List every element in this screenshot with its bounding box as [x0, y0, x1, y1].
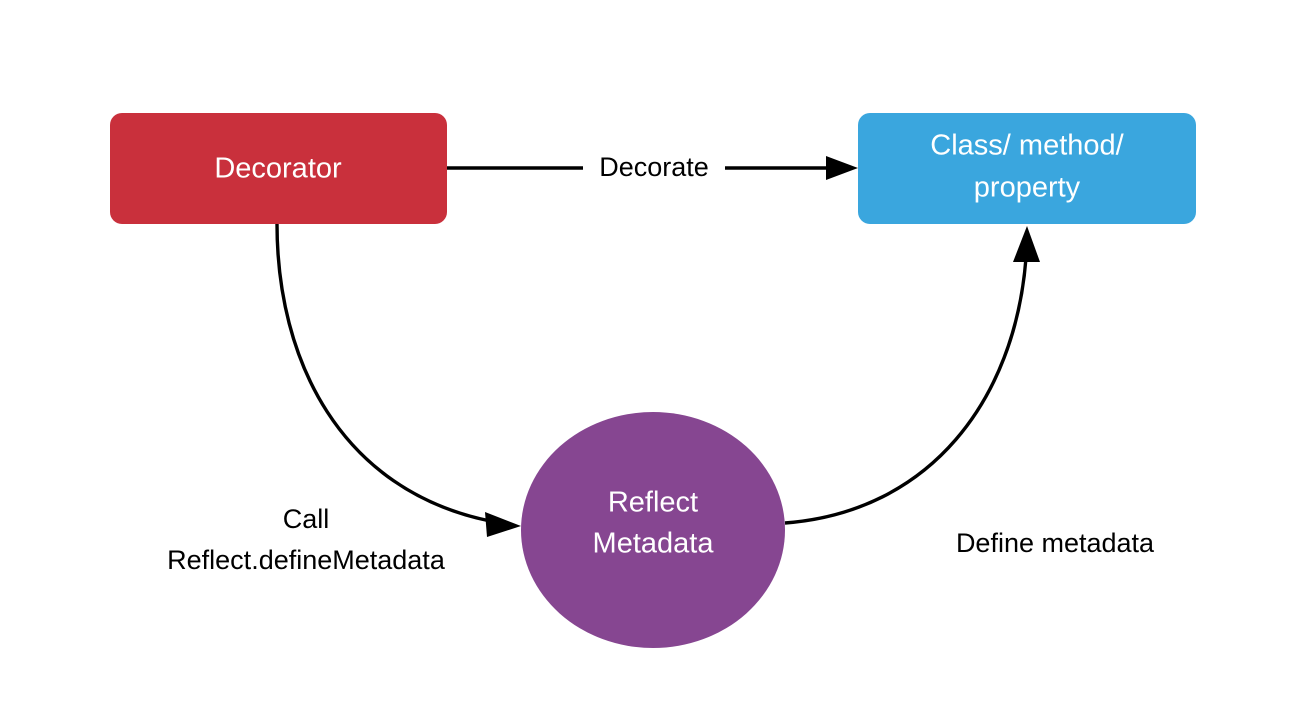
edge-call-reflect-label-line1: Call	[283, 504, 330, 534]
edge-decorate-label: Decorate	[599, 152, 709, 182]
node-decorator[interactable]: Decorator	[110, 113, 447, 224]
edge-define-metadata-arrowhead-icon	[1013, 226, 1040, 262]
node-target-label-line2: property	[974, 172, 1081, 204]
edge-call-reflect-label-line2: Reflect.defineMetadata	[167, 545, 446, 575]
node-target-shape[interactable]	[858, 113, 1196, 224]
node-target[interactable]: Class/ method/ property	[858, 113, 1196, 224]
edge-define-metadata-label: Define metadata	[956, 528, 1155, 558]
edge-decorate-arrowhead-icon	[826, 156, 858, 180]
edge-call-reflect: Call Reflect.defineMetadata	[167, 223, 521, 575]
node-reflect-metadata[interactable]: Reflect Metadata	[521, 412, 785, 648]
edge-decorate: Decorate	[447, 152, 858, 182]
node-target-label-line1: Class/ method/	[930, 130, 1124, 162]
node-decorator-label: Decorator	[214, 153, 342, 185]
node-reflect-metadata-shape[interactable]	[521, 412, 785, 648]
edge-define-metadata-curve	[784, 257, 1028, 525]
node-decorator-shape[interactable]	[110, 113, 447, 224]
edge-define-metadata: Define metadata	[784, 226, 1155, 558]
edge-call-reflect-curve	[275, 223, 491, 523]
node-reflect-metadata-label-line1: Reflect	[608, 487, 698, 519]
node-reflect-metadata-label-line2: Metadata	[593, 528, 715, 560]
edge-call-reflect-arrowhead-icon	[485, 512, 521, 537]
